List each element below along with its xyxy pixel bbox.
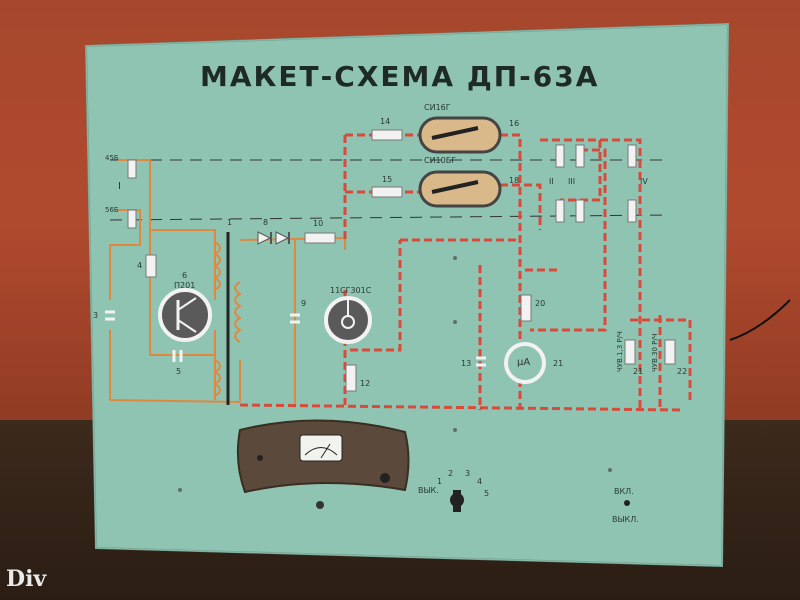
component-number: 10 bbox=[313, 219, 324, 228]
range-position-3: 3 bbox=[465, 469, 471, 478]
meter-unit-label: μA bbox=[517, 357, 531, 368]
component-number: 14 bbox=[380, 117, 391, 126]
range-position-1: 1 bbox=[437, 477, 443, 486]
range-label-2: ЧУВ.30 Р/Ч bbox=[651, 333, 659, 372]
range-position-2: 2 bbox=[448, 469, 454, 478]
power-off-label: ВЫКЛ. bbox=[612, 515, 639, 524]
watermark: Div bbox=[6, 566, 47, 592]
component-number: 8 bbox=[263, 218, 269, 227]
floor bbox=[0, 420, 800, 600]
stabilizer-label: СГ301С bbox=[340, 286, 372, 295]
component-number: 16 bbox=[509, 119, 520, 128]
component-number: 12 bbox=[360, 379, 371, 388]
component-number: 4 bbox=[137, 261, 143, 270]
range-label-1: ЧУВ.1,3 Р/Ч bbox=[616, 331, 624, 372]
tube-bottom-label: СИ10БГ bbox=[424, 156, 457, 165]
component-number: 13 bbox=[461, 359, 472, 368]
section-label-4: IV bbox=[640, 177, 648, 186]
component-number: 21 bbox=[633, 367, 644, 376]
left-label-56: 56Б bbox=[105, 206, 119, 214]
component-number: 1 bbox=[227, 218, 233, 227]
component-number: 21 bbox=[553, 359, 564, 368]
transistor-label: П201 bbox=[174, 281, 196, 290]
power-on-label: ВКЛ. bbox=[614, 487, 634, 496]
switch-off-label: ВЫК. bbox=[418, 486, 439, 495]
component-number: 18 bbox=[509, 176, 520, 185]
range-position-4: 4 bbox=[477, 477, 483, 486]
component-number: 6 bbox=[182, 271, 188, 280]
component-number: 22 bbox=[677, 367, 688, 376]
section-label-3: III bbox=[568, 177, 576, 186]
range-position-5: 5 bbox=[484, 489, 490, 498]
component-number: 11 bbox=[330, 286, 341, 295]
component-number: 5 bbox=[176, 367, 182, 376]
component-number: 20 bbox=[535, 299, 546, 308]
left-label-45: 45Б bbox=[105, 154, 119, 162]
section-label-1: I bbox=[118, 181, 121, 192]
panel-title: МАКЕТ-СХЕМА ДП-63А bbox=[200, 60, 600, 93]
component-number: 3 bbox=[93, 311, 99, 320]
component-number: 9 bbox=[301, 299, 307, 308]
component-number: 15 bbox=[382, 175, 393, 184]
tube-top-label: СИ16Г bbox=[424, 103, 451, 112]
section-label-2: II bbox=[549, 177, 554, 186]
